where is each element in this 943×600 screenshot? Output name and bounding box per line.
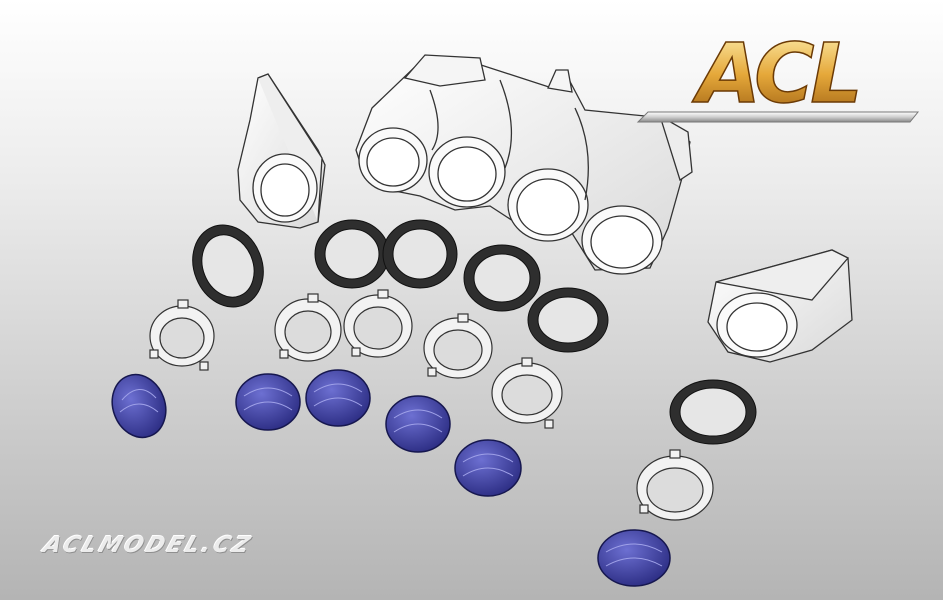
- gasket-ring: [192, 224, 264, 308]
- right-single-pod: [707, 249, 853, 363]
- watermark-text: ACLMODEL.CZ: [39, 533, 256, 558]
- bezel: [149, 299, 215, 371]
- gasket-ring: [314, 219, 390, 289]
- left-single-pod: [237, 73, 326, 229]
- gasket-rings: [192, 219, 757, 445]
- bezel: [491, 357, 563, 429]
- bezel: [343, 289, 413, 358]
- gauge-pod-housing: [355, 54, 693, 275]
- gasket-ring: [463, 244, 541, 312]
- lens: [454, 439, 522, 497]
- bezel: [423, 313, 493, 379]
- lens: [597, 529, 671, 587]
- gasket-ring: [669, 379, 757, 445]
- gasket-ring: [382, 219, 458, 289]
- chrome-bezels: [149, 289, 714, 521]
- logo-underline-swoosh: [636, 111, 920, 123]
- bezel: [636, 449, 714, 521]
- gasket-ring: [527, 287, 609, 353]
- acl-logo: ACL: [636, 30, 920, 123]
- bezel: [274, 293, 342, 362]
- lens: [305, 369, 371, 427]
- lens: [235, 373, 301, 431]
- gauge-lenses: [111, 369, 671, 587]
- logo-text: ACL: [691, 30, 858, 122]
- lens: [111, 373, 167, 439]
- lens: [385, 395, 451, 453]
